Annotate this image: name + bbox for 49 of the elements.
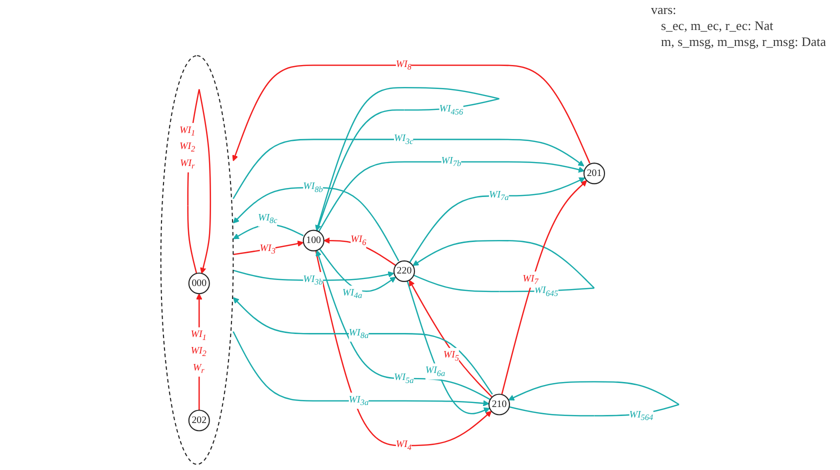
arrow (315, 86, 500, 232)
edge-label: WI$_{3}$ (260, 243, 276, 256)
node-circle: 201 (583, 162, 606, 184)
heading-label: vars: (650, 2, 678, 18)
edge-label: WI$_{8}$ (396, 59, 412, 72)
node-circle: 202 (188, 410, 210, 432)
edge-label: WI$_{5}$ (443, 350, 460, 363)
arrow (233, 270, 394, 281)
arrow (501, 180, 588, 395)
edge-label: WI$_{1}$ WI$_{2}$ WI$_{r}$ (179, 125, 196, 171)
variable-declaration: m, s_msg, m_msg, r_msg: Data (660, 34, 826, 50)
edge-label: WI$_{6a}$ (425, 365, 446, 378)
edge-label: WI$_{7a}$ (489, 190, 509, 202)
arrow (318, 161, 585, 232)
node-circle: 100 (302, 230, 324, 252)
node-circle: 220 (393, 260, 415, 282)
arrow (324, 237, 396, 266)
edge-label: WI$_{4}$ (396, 439, 412, 452)
edge-label: WI$_{8a}$ (348, 328, 369, 340)
edge-label: WI$_{4a}$ (342, 288, 362, 300)
edge-label: WI$_{8b}$ (303, 181, 323, 194)
edge-label: WI$_{3c}$ (394, 133, 414, 146)
arrow (232, 331, 490, 406)
node-circle: 210 (488, 394, 510, 416)
arrow (319, 248, 396, 292)
arrow (409, 177, 586, 263)
edge-label: WI$_{5a}$ (394, 372, 414, 385)
arrow (232, 224, 304, 240)
edge-label: WI$_{6}$ (350, 234, 366, 248)
edge-label: WI$_{1}$ WI$_{2}$ W$_{r}$ (190, 329, 206, 375)
arrow (233, 240, 304, 256)
edge-label: WI$_{8c}$ (258, 212, 278, 226)
arrow (508, 381, 680, 416)
arrow (315, 250, 492, 446)
edge-label: WI$_{7}$ (522, 274, 538, 286)
arrow (232, 138, 584, 200)
arrow (232, 64, 590, 164)
arrow (232, 297, 493, 395)
edge-label: WI$_{564}$ (629, 410, 654, 422)
edge-label: WI$_{456}$ (439, 104, 464, 116)
arrow (406, 280, 490, 414)
node-circle: 000 (188, 272, 210, 294)
arrow (232, 186, 400, 262)
arrow (408, 280, 493, 398)
edge-label: WI$_{3a}$ (348, 394, 369, 408)
variable-declaration: s_ec, m_ec, r_ec: Nat (660, 18, 774, 34)
edge-label: WI$_{3b}$ (303, 274, 323, 287)
edge-label: WI$_{7b}$ (441, 156, 462, 168)
arrow (316, 250, 491, 400)
